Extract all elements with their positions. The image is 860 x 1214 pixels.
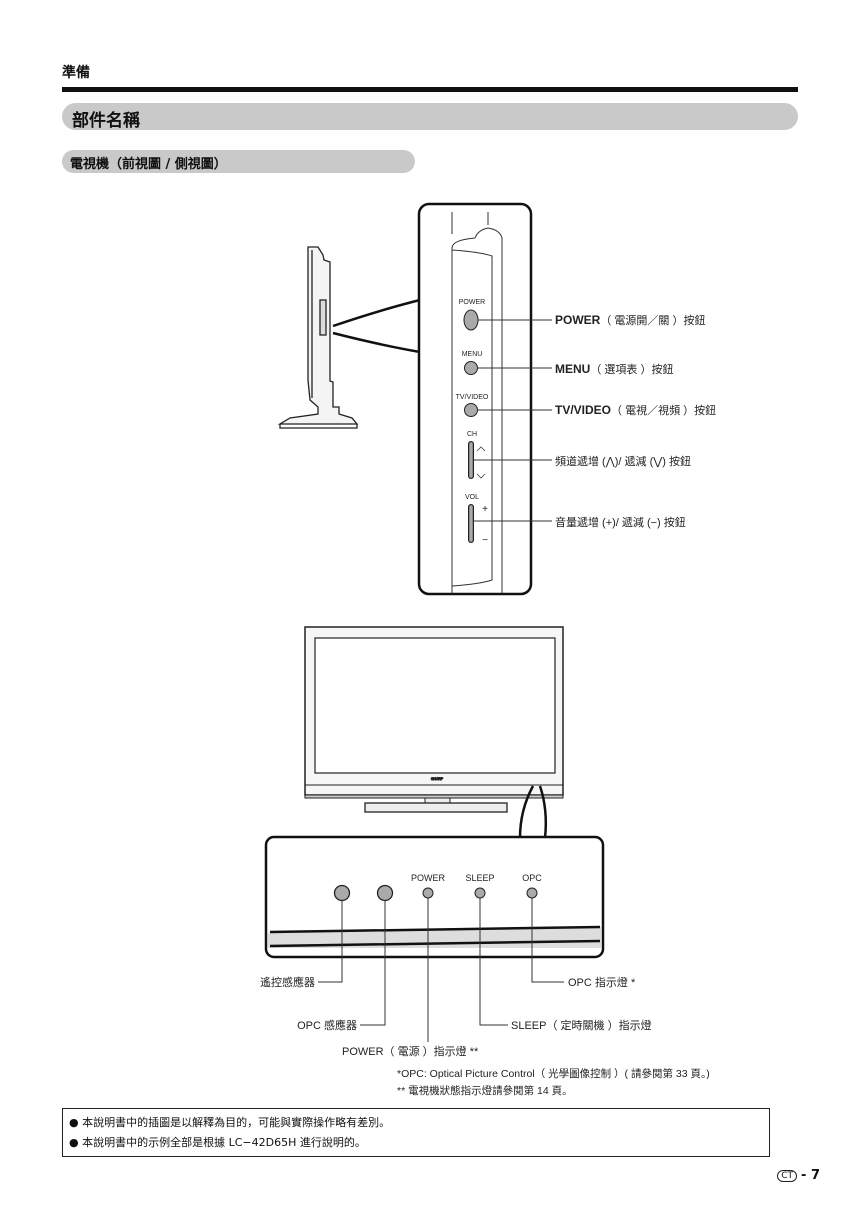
front-view-tv: SHARP bbox=[304, 626, 564, 813]
ch-label: CH bbox=[467, 431, 477, 438]
leader-lines bbox=[474, 319, 552, 522]
note-item: ● 本說明書中的插圖是以解釋為目的，可能與實際操作略有差別。 bbox=[69, 1116, 391, 1129]
footnote-opc: *OPC: Optical Picture Control（ 光學圖像控制 ）(… bbox=[397, 1067, 710, 1080]
tvvideo-button[interactable] bbox=[464, 403, 478, 417]
brand-logo: SHARP bbox=[431, 777, 444, 781]
remote-sensor bbox=[333, 884, 351, 902]
power-button[interactable] bbox=[463, 309, 479, 331]
remote-sensor-callout: 遙控感應器 bbox=[260, 975, 315, 989]
side-view-tv bbox=[277, 246, 359, 429]
front-leader-lines bbox=[318, 898, 564, 1042]
language-badge: CT bbox=[777, 1169, 798, 1182]
subtitle-bar: 電視機（前視圖 / 側視圖） bbox=[62, 150, 415, 173]
subtitle: 電視機（前視圖 / 側視圖） bbox=[70, 157, 227, 172]
power-indicator-callout: POWER（ 電源 ）指示燈 ** bbox=[342, 1044, 479, 1058]
zoom-connector bbox=[332, 298, 421, 354]
tvvideo-button-label: TV/VIDEO bbox=[456, 394, 489, 401]
sleep-indicator-label: SLEEP bbox=[465, 873, 494, 883]
section-heading: 準備 bbox=[62, 65, 90, 81]
note-item: ● 本說明書中的示例全部是根據 LC−42D65H 進行說明的。 bbox=[69, 1136, 366, 1149]
zoom-connector-front bbox=[518, 785, 548, 839]
power-callout: POWER（ 電源開／關 ）按鈕 bbox=[555, 313, 705, 327]
opc-sensor bbox=[376, 884, 394, 902]
side-panel-zoom: POWER MENU TV/VIDEO CH VOL + − bbox=[417, 202, 533, 596]
menu-callout: MENU（ 選項表 ）按鈕 bbox=[555, 362, 673, 376]
power-indicator-label: POWER bbox=[411, 873, 446, 883]
page-title: 部件名稱 bbox=[72, 111, 140, 131]
vol-label: VOL bbox=[465, 494, 479, 501]
opc-sensor-callout: OPC 感應器 bbox=[297, 1018, 357, 1032]
vol-minus: − bbox=[482, 535, 488, 546]
power-button-label: POWER bbox=[459, 299, 485, 306]
page-title-bar: 部件名稱 bbox=[62, 103, 798, 131]
sleep-indicator-callout: SLEEP（ 定時關機 ）指示燈 bbox=[511, 1018, 652, 1032]
notes-box: ● 本說明書中的插圖是以解釋為目的，可能與實際操作略有差別。 ● 本說明書中的示… bbox=[62, 1108, 770, 1157]
footnote-indicator: ** 電視機狀態指示燈請參閱第 14 頁。 bbox=[397, 1084, 573, 1097]
note-text: 本說明書中的示例全部是根據 LC−42D65H 進行說明的。 bbox=[82, 1136, 366, 1149]
opc-indicator bbox=[526, 887, 538, 899]
menu-button-label: MENU bbox=[462, 351, 483, 358]
vol-plus: + bbox=[482, 504, 488, 515]
opc-indicator-label: OPC bbox=[522, 873, 542, 883]
front-panel-zoom: POWER SLEEP OPC bbox=[264, 835, 605, 959]
note-text: 本說明書中的插圖是以解釋為目的，可能與實際操作略有差別。 bbox=[82, 1116, 391, 1129]
page-number: CT - 7 bbox=[777, 1168, 820, 1183]
page-number-text: - 7 bbox=[801, 1168, 820, 1183]
power-indicator bbox=[422, 887, 434, 899]
header-rule bbox=[62, 87, 798, 92]
opc-indicator-callout: OPC 指示燈 * bbox=[568, 975, 636, 989]
sleep-indicator bbox=[474, 887, 486, 899]
channel-callout: 頻道遞增 (⋀)/ 遞減 (⋁) 按鈕 bbox=[555, 454, 691, 468]
tvvideo-callout: TV/VIDEO（ 電視／視頻 ）按鈕 bbox=[555, 403, 716, 417]
chevron-icons bbox=[476, 446, 486, 479]
volume-callout: 音量遞增 (+)/ 遞減 (−) 按鈕 bbox=[555, 515, 686, 529]
menu-button[interactable] bbox=[464, 361, 478, 375]
